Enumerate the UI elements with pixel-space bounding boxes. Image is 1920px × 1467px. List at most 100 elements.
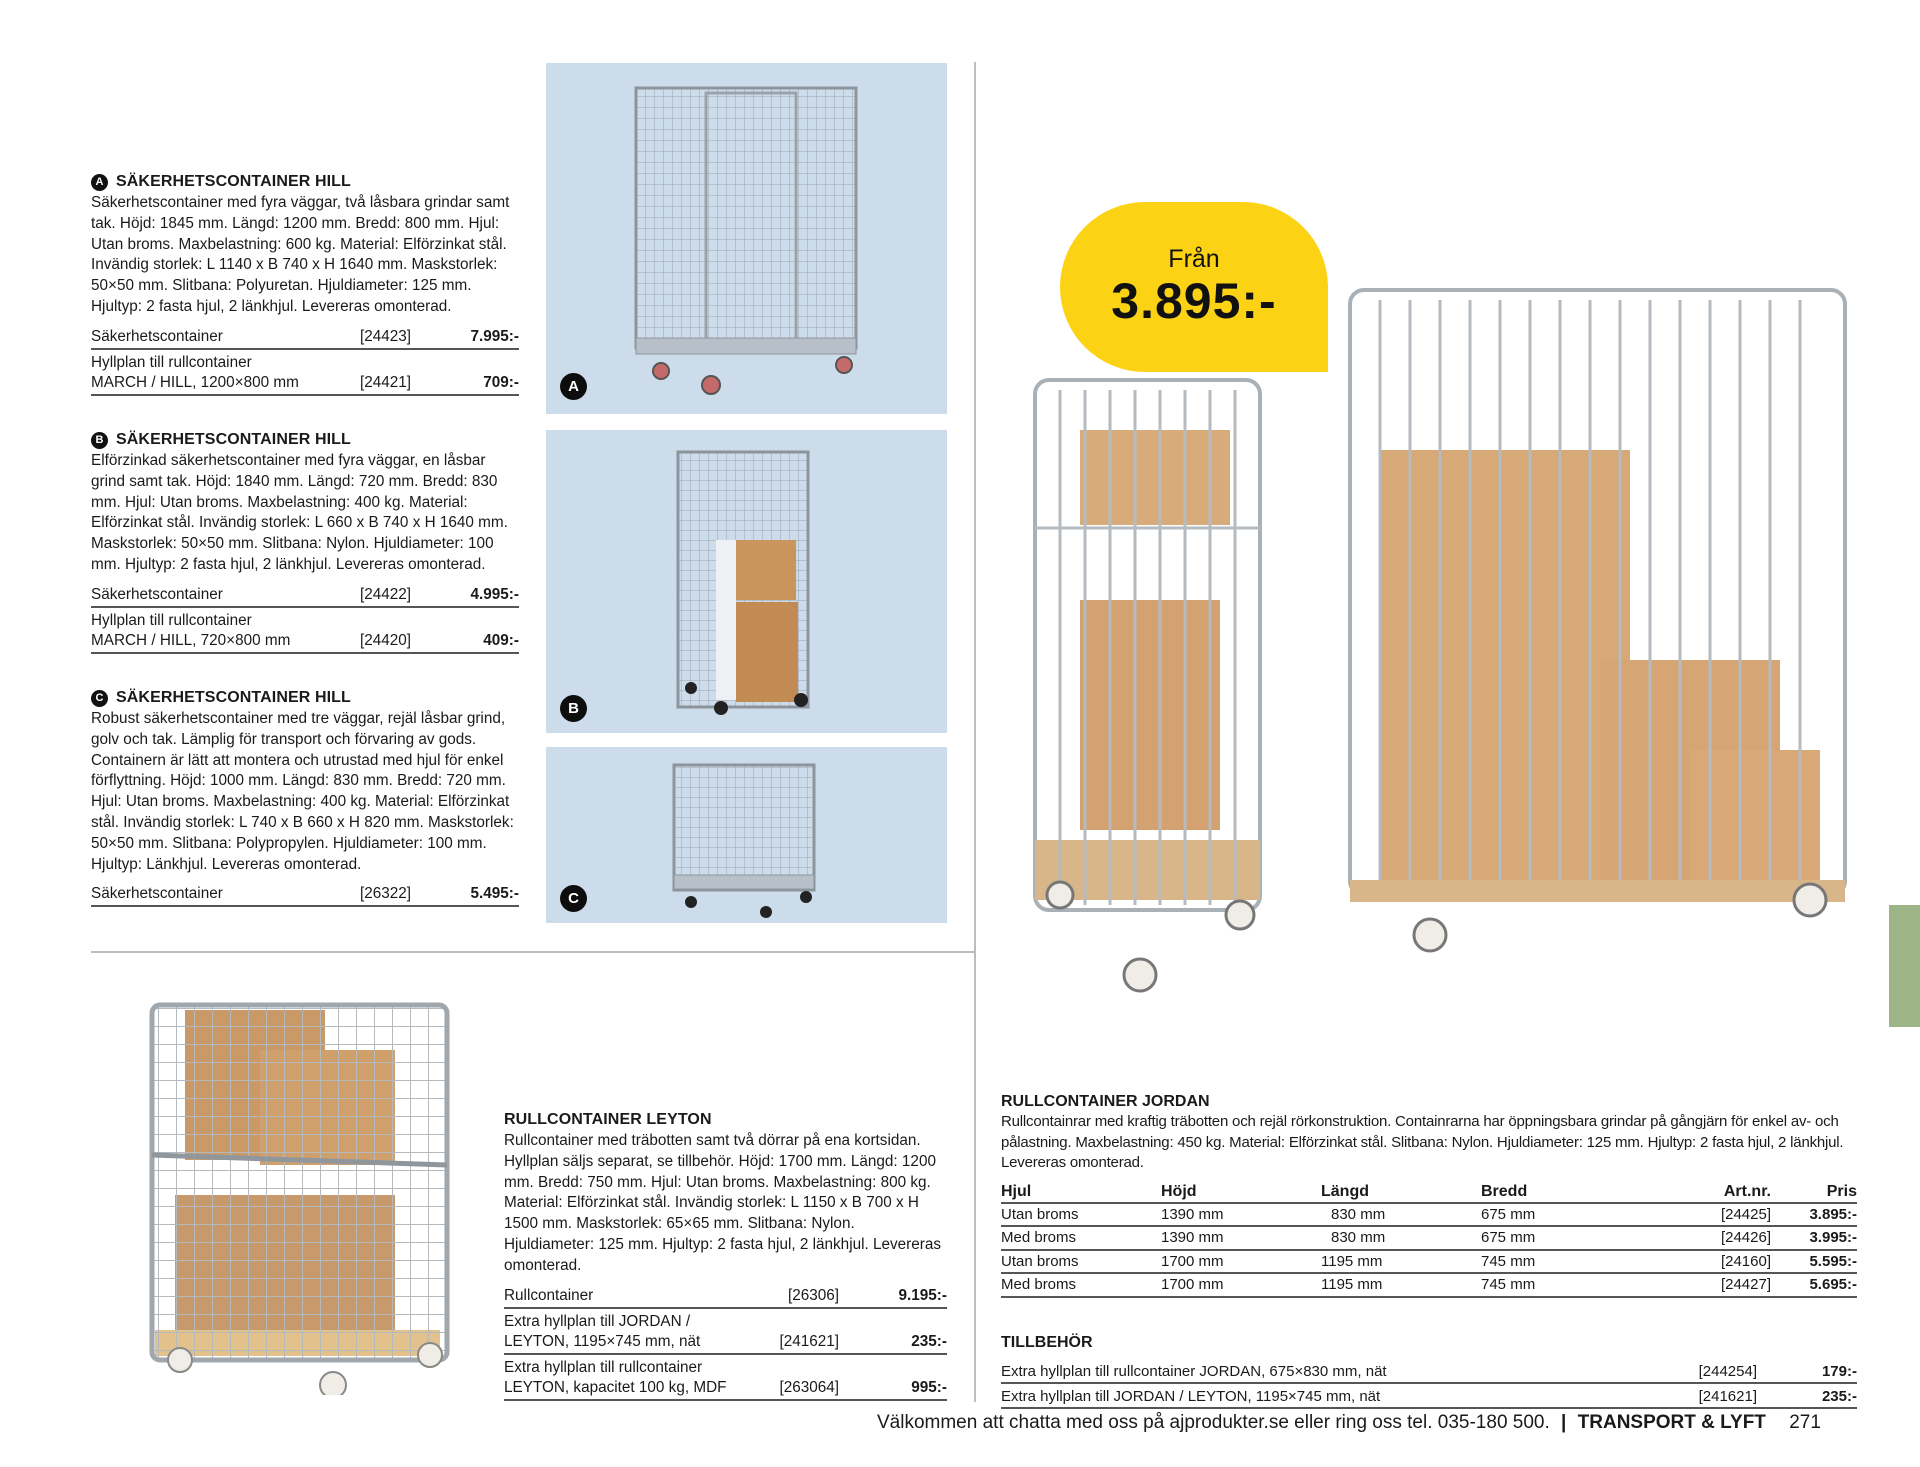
price-row[interactable]: Hyllplan till rullcontainer MARCH / HILL… — [91, 608, 519, 654]
rollcage-illustration-icon — [1033, 288, 1847, 993]
section-tab — [1889, 905, 1920, 1027]
price: 9.195:- — [898, 1286, 947, 1304]
cell-bredd: 675 mm — [1481, 1202, 1651, 1228]
col-pris: Pris — [1771, 1180, 1857, 1204]
table-row[interactable]: Utan broms 1390 mm 830 mm 675 mm [24425]… — [1001, 1202, 1857, 1228]
cell-hjul: Med broms — [1001, 1226, 1161, 1251]
row-label: Hyllplan till rullcontainer MARCH / HILL… — [91, 611, 291, 649]
price-row[interactable]: Hyllplan till rullcontainer MARCH / HILL… — [91, 350, 519, 396]
product-title: RULLCONTAINER LEYTON — [504, 1111, 712, 1128]
cell-langd: 1195 mm — [1321, 1273, 1481, 1298]
cell-hojd: 1390 mm — [1161, 1202, 1321, 1228]
cage-illustration-icon — [672, 763, 816, 918]
variant-table: Hjul Höjd Längd Bredd Art.nr. Pris Utan … — [1001, 1180, 1857, 1298]
cell-art: [24160] — [1651, 1249, 1771, 1275]
badge-b-icon: B — [91, 431, 108, 449]
article-number: [26322] — [359, 885, 411, 903]
price-row[interactable]: Extra hyllplan till JORDAN / LEYTON, 119… — [504, 1309, 947, 1355]
accessory-row[interactable]: Extra hyllplan till JORDAN / LEYTON, 119… — [1001, 1384, 1857, 1409]
cell-bredd: 745 mm — [1481, 1273, 1651, 1298]
badge-a-icon: A — [91, 173, 108, 191]
article-number: [26306] — [787, 1286, 839, 1304]
row-label: Rullcontainer — [504, 1286, 594, 1304]
article-number: [24420] — [359, 631, 411, 649]
cell-langd: 830 mm — [1321, 1202, 1481, 1228]
cell-bredd: 675 mm — [1481, 1226, 1651, 1251]
section-name: TRANSPORT & LYFT — [1577, 1412, 1766, 1433]
row-label: Extra hyllplan till rullcontainer JORDAN… — [1001, 1362, 1387, 1380]
table-row[interactable]: Med broms 1700 mm 1195 mm 745 mm [24427]… — [1001, 1273, 1857, 1298]
price: 995:- — [911, 1378, 947, 1396]
article-number: [24421] — [359, 373, 411, 391]
section-divider — [91, 951, 975, 953]
product-title: RULLCONTAINER JORDAN — [1001, 1093, 1210, 1110]
product-description: Elförzinkad säkerhetscontainer med fyra … — [91, 452, 508, 573]
col-bredd: Bredd — [1481, 1180, 1651, 1204]
row-label: Extra hyllplan till rullcontainer LEYTON… — [504, 1358, 727, 1396]
row-label: Hyllplan till rullcontainer MARCH / HILL… — [91, 353, 299, 391]
product-title: C SÄKERHETSCONTAINER HILL — [91, 688, 519, 708]
price-amount: 3.895:- — [1111, 273, 1277, 329]
cell-pris: 3.895:- — [1771, 1202, 1857, 1228]
price: 7.995:- — [470, 327, 519, 345]
cell-hojd: 1700 mm — [1161, 1273, 1321, 1298]
product-image-a: A — [546, 63, 947, 414]
table-row[interactable]: Utan broms 1700 mm 1195 mm 745 mm [24160… — [1001, 1249, 1857, 1275]
cell-art: [24426] — [1651, 1226, 1771, 1251]
article-number: [241621] — [1698, 1387, 1757, 1405]
price-row[interactable]: Säkerhetscontainer [24423] 7.995:- — [91, 324, 519, 350]
cell-hojd: 1700 mm — [1161, 1249, 1321, 1275]
row-label: Extra hyllplan till JORDAN / LEYTON, 119… — [504, 1312, 701, 1350]
price-list: Säkerhetscontainer [24422] 4.995:- Hyllp… — [91, 582, 519, 654]
price: 709:- — [483, 373, 519, 391]
cell-pris: 3.995:- — [1771, 1226, 1857, 1251]
accessories-list: Extra hyllplan till rullcontainer JORDAN… — [1001, 1359, 1857, 1409]
page-number: 271 — [1789, 1412, 1821, 1433]
price-list: Säkerhetscontainer [26322] 5.495:- — [91, 881, 519, 908]
price: 4.995:- — [470, 585, 519, 603]
rollcage-illustration-icon — [149, 1002, 450, 1395]
col-hjul: Hjul — [1001, 1180, 1161, 1204]
col-art: Art.nr. — [1651, 1180, 1771, 1204]
product-description: Rullcontainrar med kraftig träbotten och… — [1001, 1113, 1844, 1172]
table-header-row: Hjul Höjd Längd Bredd Art.nr. Pris — [1001, 1180, 1857, 1204]
cage-illustration-icon — [676, 450, 810, 715]
cell-hjul: Utan broms — [1001, 1249, 1161, 1275]
price-list: Rullcontainer [26306] 9.195:- Extra hyll… — [504, 1283, 947, 1401]
table-row[interactable]: Med broms 1390 mm 830 mm 675 mm [24426] … — [1001, 1226, 1857, 1251]
product-title: B SÄKERHETSCONTAINER HILL — [91, 430, 519, 450]
product-b: B SÄKERHETSCONTAINER HILL Elförzinkad sä… — [91, 430, 519, 654]
article-number: [24423] — [359, 327, 411, 345]
title-text: SÄKERHETSCONTAINER HILL — [116, 431, 351, 448]
label-c: C — [560, 885, 587, 912]
badge-c-icon: C — [91, 689, 108, 707]
accessory-row[interactable]: Extra hyllplan till rullcontainer JORDAN… — [1001, 1359, 1857, 1384]
article-number: [241621] — [779, 1332, 839, 1350]
price: 5.495:- — [470, 885, 519, 903]
cell-hojd: 1390 mm — [1161, 1226, 1321, 1251]
footer-separator: | — [1561, 1412, 1567, 1433]
leyton-image — [140, 990, 450, 1395]
price-row[interactable]: Extra hyllplan till rullcontainer LEYTON… — [504, 1355, 947, 1401]
product-image-c: C — [546, 747, 947, 923]
row-label: Säkerhetscontainer — [91, 885, 223, 903]
product-title: A SÄKERHETSCONTAINER HILL — [91, 172, 519, 192]
price-row[interactable]: Säkerhetscontainer [26322] 5.495:- — [91, 881, 519, 908]
cell-langd: 830 mm — [1321, 1226, 1481, 1251]
title-text: SÄKERHETSCONTAINER HILL — [116, 173, 351, 190]
cell-hjul: Utan broms — [1001, 1202, 1161, 1228]
column-divider — [974, 62, 976, 1402]
price-row[interactable]: Säkerhetscontainer [24422] 4.995:- — [91, 582, 519, 608]
price-row[interactable]: Rullcontainer [26306] 9.195:- — [504, 1283, 947, 1309]
product-leyton: RULLCONTAINER LEYTON Rullcontainer med t… — [504, 1110, 947, 1401]
cell-hjul: Med broms — [1001, 1273, 1161, 1298]
product-description: Säkerhetscontainer med fyra väggar, två … — [91, 194, 510, 315]
label-a: A — [560, 373, 587, 400]
page-footer: Välkommen att chatta med oss på ajproduk… — [877, 1411, 1821, 1435]
product-description: Robust säkerhetscontainer med tre väggar… — [91, 710, 514, 873]
product-c: C SÄKERHETSCONTAINER HILL Robust säkerhe… — [91, 688, 519, 908]
jordan-hero-image — [1010, 280, 1860, 1000]
price: 235:- — [1821, 1387, 1857, 1405]
cage-illustration-icon — [634, 86, 858, 395]
title-text: SÄKERHETSCONTAINER HILL — [116, 689, 351, 706]
